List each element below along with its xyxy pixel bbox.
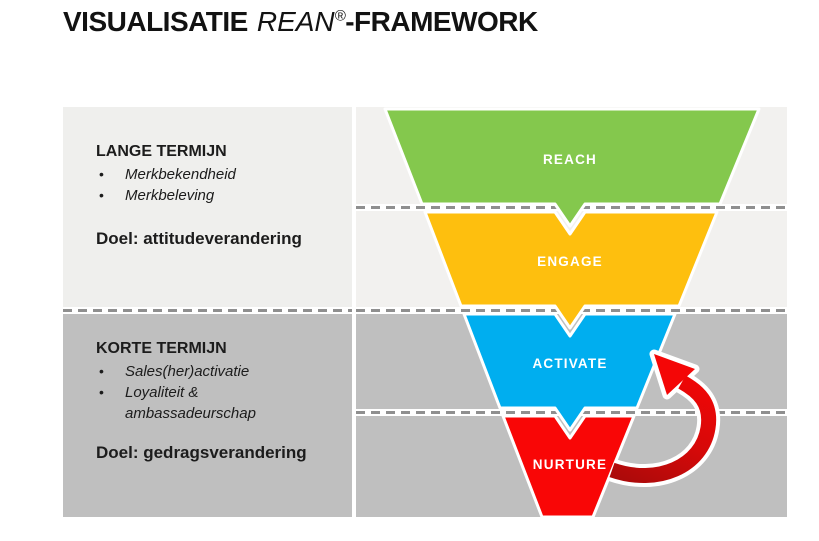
- bullet-item: Sales(her)activatie: [96, 361, 338, 382]
- funnel-stage-engage: [423, 210, 719, 330]
- curved-loop-arrow-icon: [608, 349, 721, 488]
- stage-label-engage: ENGAGE: [537, 254, 603, 269]
- bullet-list-lange-termijn: Merkbekendheid Merkbeleving: [96, 164, 338, 206]
- title-word-visualisatie: VISUALISATIE: [63, 6, 248, 37]
- panel-korte-termijn: KORTE TERMIJN Sales(her)activatie Loyali…: [63, 314, 352, 517]
- bullet-item: Merkbekendheid: [96, 164, 338, 185]
- goal-text-korte-termijn: Doel: gedragsverandering: [96, 443, 307, 462]
- goal-text-lange-termijn: Doel: attitudeverandering: [96, 229, 302, 248]
- dashed-separator-term-left: [63, 307, 352, 314]
- stage-label-reach: REACH: [543, 152, 597, 167]
- panel-lange-termijn: LANGE TERMIJN Merkbekendheid Merkbelevin…: [63, 107, 352, 307]
- panel-heading-lange-termijn: LANGE TERMIJN: [96, 143, 227, 160]
- funnel-stage-activate: [462, 312, 677, 432]
- funnel-stage-reach: [383, 107, 761, 228]
- funnel-stage-nurture: [501, 414, 636, 519]
- panel-heading-korte-termijn: KORTE TERMIJN: [96, 340, 227, 357]
- title-brand-rean: REAN: [256, 6, 335, 37]
- registered-trademark-icon: ®: [334, 7, 346, 25]
- title-word-framework: -FRAMEWORK: [345, 6, 538, 37]
- slide-title: VISUALISATIE REAN®-FRAMEWORK: [63, 6, 538, 38]
- loop-arrow-head: [654, 354, 695, 395]
- bullet-list-korte-termijn: Sales(her)activatie Loyaliteit & ambassa…: [96, 361, 338, 424]
- bullet-item: Merkbeleving: [96, 185, 338, 206]
- stage-label-nurture: NURTURE: [533, 457, 607, 472]
- bullet-item: Loyaliteit & ambassadeurschap: [96, 382, 338, 424]
- loop-arrow-body: [609, 375, 717, 484]
- stage-label-activate: ACTIVATE: [532, 356, 607, 371]
